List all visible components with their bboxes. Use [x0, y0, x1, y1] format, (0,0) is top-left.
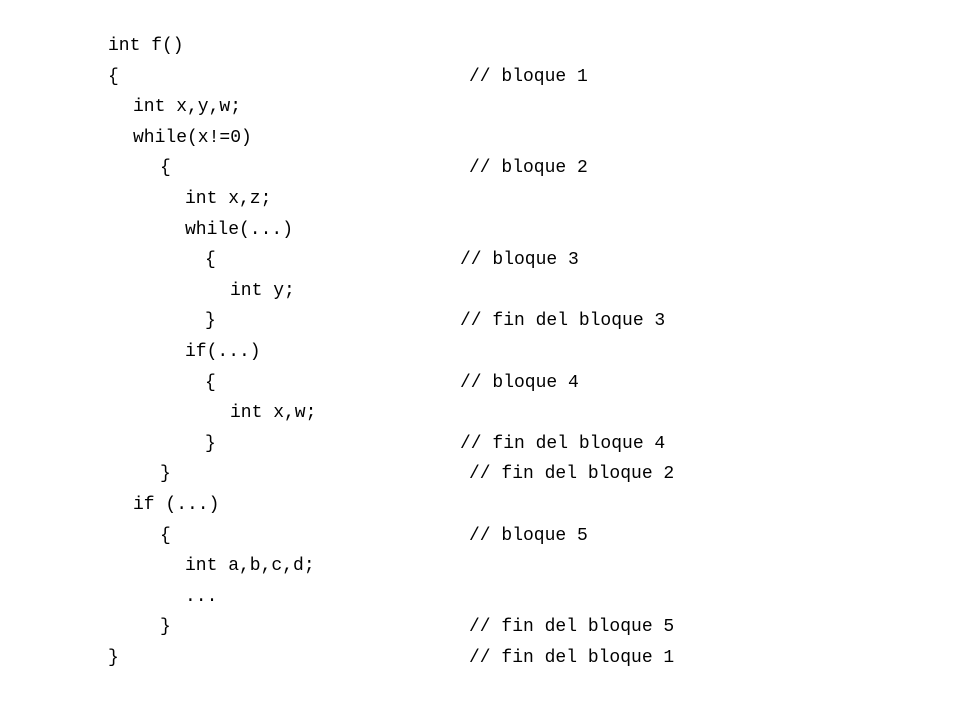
code-comment: // fin del bloque 3 [460, 311, 666, 332]
code-statement: } [205, 311, 216, 332]
code-statement: int x,y,w; [133, 97, 242, 118]
code-comment: // fin del bloque 5 [469, 617, 675, 638]
code-statement: { [205, 250, 216, 271]
code-comment: // bloque 4 [460, 372, 579, 393]
code-comment: // fin del bloque 4 [460, 433, 666, 454]
code-statement: int f() [108, 36, 184, 56]
code-statement: while(...) [185, 219, 294, 240]
code-statement: int x,w; [230, 403, 317, 424]
code-statement: ... [185, 586, 218, 607]
code-statement: } [160, 464, 171, 485]
code-statement: { [160, 525, 171, 546]
code-statement: if(...) [185, 342, 261, 362]
code-statement: if (...) [133, 495, 220, 515]
code-statement: int y; [230, 280, 295, 301]
code-comment: // bloque 2 [469, 158, 588, 179]
code-statement: } [160, 617, 171, 638]
code-statement: int x,z; [185, 189, 272, 209]
code-comment: // bloque 5 [469, 525, 588, 546]
code-statement: } [205, 433, 216, 454]
code-statement: { [205, 372, 216, 393]
code-statement: int a,b,c,d; [185, 556, 315, 577]
code-comment: // fin del bloque 2 [469, 464, 675, 485]
code-comment: // bloque 1 [469, 66, 588, 87]
code-statement: { [108, 66, 119, 87]
code-comment: // fin del bloque 1 [469, 648, 675, 668]
code-statement: { [160, 158, 171, 179]
code-statement: } [108, 648, 119, 668]
code-comment: // bloque 3 [460, 250, 579, 271]
code-statement: while(x!=0) [133, 127, 252, 148]
